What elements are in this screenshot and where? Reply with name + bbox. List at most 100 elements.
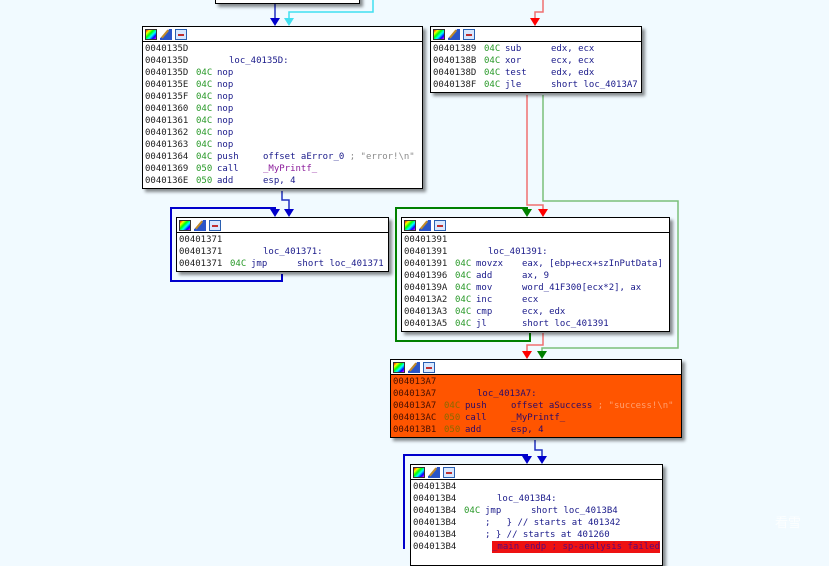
- graph-view-icon[interactable]: [175, 28, 187, 40]
- address: 00401391: [404, 247, 448, 257]
- spacer: [464, 517, 485, 529]
- node-header: [177, 218, 388, 233]
- operand: word_41F300[ecx*2], ax: [522, 283, 642, 293]
- asm-line[interactable]: 004013B4; } // starts at 401342: [413, 517, 660, 529]
- stack-pointer: 050: [196, 176, 213, 186]
- spacer: [230, 246, 251, 258]
- asm-line[interactable]: 00401391 loc_401391:: [404, 246, 667, 258]
- node-partial-top[interactable]: [215, 0, 360, 4]
- arrow-head: [538, 209, 548, 217]
- edit-pencil-icon[interactable]: [448, 28, 460, 40]
- address: 0040135E: [145, 80, 189, 90]
- edit-pencil-icon[interactable]: [194, 219, 206, 231]
- graph-view-icon[interactable]: [463, 28, 475, 40]
- color-palette-icon[interactable]: [393, 361, 405, 373]
- stack-pointer: 04C: [196, 128, 213, 138]
- mnemonic: jle: [505, 80, 522, 90]
- asm-line[interactable]: 004013B4: [413, 481, 660, 493]
- edit-pencil-icon[interactable]: [408, 361, 420, 373]
- color-palette-icon[interactable]: [413, 466, 425, 478]
- address: 00401391: [404, 259, 448, 269]
- label: loc_4013A7:: [477, 389, 537, 399]
- spacer: [464, 481, 485, 493]
- label: ; } // starts at 401342: [485, 518, 621, 528]
- color-palette-icon[interactable]: [433, 28, 445, 40]
- address: 004013A7: [393, 401, 437, 411]
- operand: ecx: [522, 295, 539, 305]
- edit-pencil-icon[interactable]: [428, 466, 440, 478]
- mnemonic: nop: [217, 80, 234, 90]
- mnemonic: test: [505, 68, 527, 78]
- asm-line[interactable]: 0040135E 04C nop: [145, 79, 420, 91]
- color-palette-icon[interactable]: [404, 219, 416, 231]
- edge-1389-true: [541, 95, 679, 356]
- arrow-head: [522, 209, 532, 217]
- asm-line[interactable]: 004013A7: [393, 376, 679, 388]
- mnemonic: jl: [476, 319, 487, 329]
- graph-view-icon[interactable]: [434, 219, 446, 231]
- asm-line[interactable]: 004013B4_main endp ; sp-analysis failed: [413, 541, 660, 553]
- arrow-head: [270, 209, 280, 217]
- asm-line[interactable]: 00401391: [404, 234, 667, 246]
- color-palette-icon[interactable]: [179, 219, 191, 231]
- asm-line[interactable]: 004013B4; } // starts at 401260: [413, 529, 660, 541]
- mnemonic: cmp: [476, 307, 493, 317]
- spacer: [444, 388, 465, 400]
- stack-pointer: 04C: [455, 271, 472, 281]
- edit-pencil-icon[interactable]: [419, 219, 431, 231]
- asm-line[interactable]: 0040135D: [145, 43, 420, 55]
- graph-view-icon[interactable]: [443, 466, 455, 478]
- node-header: [411, 465, 662, 480]
- stack-pointer: 050: [196, 164, 213, 174]
- stack-pointer: 04C: [196, 80, 213, 90]
- color-palette-icon[interactable]: [145, 28, 157, 40]
- label: loc_401391:: [488, 247, 548, 257]
- arrow-head: [270, 18, 280, 26]
- edit-pencil-icon[interactable]: [160, 28, 172, 40]
- graph-view-icon[interactable]: [423, 361, 435, 373]
- operand: _MyPrintf_: [511, 413, 566, 423]
- comment: ; "success!\n": [592, 401, 674, 411]
- address: 00401363: [145, 140, 189, 150]
- operand: offset aError_0: [263, 152, 345, 162]
- address: 00401361: [145, 116, 189, 126]
- asm-line[interactable]: 00401371: [179, 234, 386, 246]
- edge-1389-false: [526, 95, 544, 213]
- spacer: [460, 541, 480, 553]
- graph-view-icon[interactable]: [209, 219, 221, 231]
